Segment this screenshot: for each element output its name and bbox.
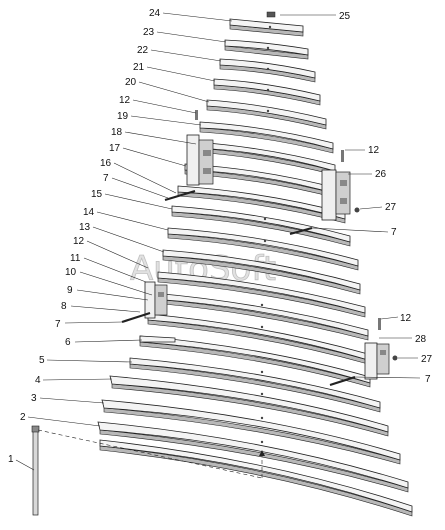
callout-5: 5: [39, 355, 45, 366]
leaf-22: [219, 58, 316, 83]
leaf-10: [152, 292, 369, 341]
leaf-14: [167, 227, 359, 271]
callout-15: 15: [91, 189, 103, 200]
leaf-4: [109, 375, 389, 437]
callout-28: 28: [415, 334, 427, 345]
leaf-11: [157, 271, 366, 318]
center-bolt-1: [31, 425, 265, 516]
callout-numbers: 24 25 23 22 21 20 12 19 18 17 16 7 15 14…: [8, 8, 433, 465]
callout-22: 22: [137, 45, 149, 56]
upper-clamp-left: [186, 134, 214, 186]
callout-7a: 7: [103, 173, 109, 184]
callout-8: 8: [61, 301, 67, 312]
leaf-2: [97, 421, 409, 493]
callout-7c: 7: [55, 319, 61, 330]
callout-7d: 7: [425, 374, 431, 385]
callout-2: 2: [20, 412, 26, 423]
leaf-6: [139, 335, 371, 388]
lower-clamp-right-28: [364, 342, 390, 380]
callout-16: 16: [100, 158, 112, 169]
lower-clamp-left: [144, 281, 168, 319]
callout-10: 10: [65, 267, 77, 278]
leader-lines: [15, 12, 421, 471]
callout-13: 13: [79, 222, 91, 233]
callout-23: 23: [143, 27, 155, 38]
callout-27a: 27: [385, 202, 397, 213]
fasteners: [121, 11, 398, 387]
callout-7b: 7: [391, 227, 397, 238]
callout-9: 9: [67, 285, 73, 296]
leaf-24: [229, 18, 304, 37]
callout-12c: 12: [73, 236, 85, 247]
leaf-13: [162, 249, 361, 295]
upper-clamp-right: [321, 169, 351, 221]
callout-1: 1: [8, 454, 14, 465]
callout-26: 26: [375, 169, 387, 180]
callout-24: 24: [149, 8, 161, 19]
callout-11: 11: [70, 253, 81, 264]
callout-27b: 27: [421, 354, 433, 365]
leaf-5: [129, 357, 381, 413]
callout-25: 25: [339, 11, 351, 22]
callout-6: 6: [65, 337, 71, 348]
leaf-15: [171, 205, 351, 247]
callout-18: 18: [111, 127, 123, 138]
leaf-16: [177, 185, 346, 224]
callout-21: 21: [133, 62, 145, 73]
callout-20: 20: [125, 77, 137, 88]
lower-leaf-pack: [97, 271, 413, 517]
callout-12a: 12: [119, 95, 131, 106]
leaf-20: [206, 99, 327, 130]
callout-19: 19: [117, 111, 129, 122]
leaf-23: [224, 39, 309, 60]
callout-4: 4: [35, 375, 41, 386]
leaf-1-base: [99, 439, 413, 517]
callout-12d: 12: [400, 313, 412, 324]
leaf-21: [213, 78, 321, 106]
callout-12b: 12: [368, 145, 380, 156]
callout-17: 17: [109, 143, 121, 154]
leaf-3: [101, 399, 401, 465]
callout-14: 14: [83, 207, 95, 218]
callout-3: 3: [31, 393, 37, 404]
leaf-19: [199, 121, 334, 154]
